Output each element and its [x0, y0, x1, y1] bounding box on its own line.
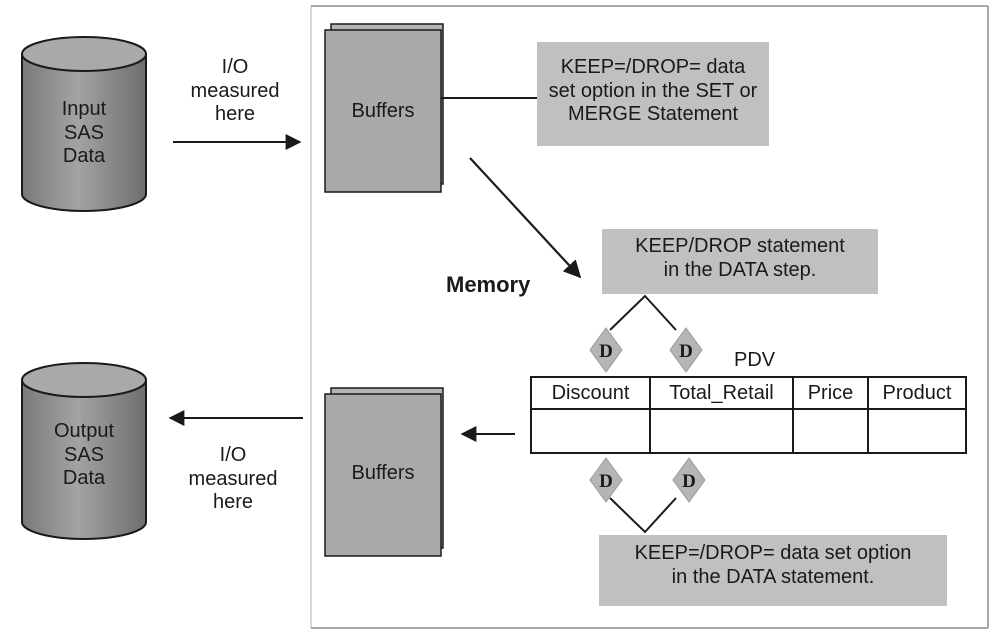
pdv-cell-price: [792, 408, 869, 454]
drop-marker-letter: D: [682, 471, 696, 492]
input-data-label: Input SAS Data: [61, 98, 107, 168]
pdv-column-discount: Discount: [530, 376, 651, 410]
pdv-column-product: Product: [867, 376, 967, 410]
pdv-cell-total-retail: [649, 408, 794, 454]
drop-marker-total-retail-top: D: [669, 327, 703, 373]
pdv-table: Discount Total_Retail Price Product: [530, 376, 967, 454]
drop-marker-letter: D: [679, 341, 693, 362]
drop-marker-discount-top: D: [589, 327, 623, 373]
io-measured-top-label: I/O measured here: [190, 56, 280, 126]
buffers-bottom-label: Buffers: [351, 462, 415, 484]
drop-marker-letter: D: [599, 341, 613, 362]
buffers-top-label: Buffers: [351, 100, 415, 122]
callout-set-merge-text: KEEP=/DROP= data set option in the SET o…: [548, 56, 758, 126]
input-data-cylinder: [21, 36, 147, 212]
pdv-value-row: [530, 408, 967, 454]
output-data-label: Output SAS Data: [53, 420, 115, 490]
pdv-column-price: Price: [792, 376, 869, 410]
pdv-label: PDV: [734, 349, 776, 371]
output-data-cylinder: [21, 362, 147, 540]
callout-data-statement-box: [599, 535, 947, 606]
pdv-cell-product: [867, 408, 967, 454]
callout-keep-drop-statement-box: [602, 229, 878, 294]
pdv-cell-discount: [530, 408, 651, 454]
callout-set-merge-box: [537, 42, 769, 146]
keep-drop-statement-connector: [609, 294, 677, 331]
drop-marker-letter: D: [599, 471, 613, 492]
buffers-bottom-stack: [324, 387, 444, 557]
io-measured-bottom-label: I/O measured here: [188, 444, 278, 514]
pdv-header-row: Discount Total_Retail Price Product: [530, 376, 967, 410]
callout-keep-drop-statement-text: KEEP/DROP statement in the DATA step.: [635, 235, 845, 281]
drop-marker-total-retail-bottom: D: [672, 457, 706, 503]
memory-label: Memory: [446, 272, 531, 297]
drop-marker-discount-bottom: D: [589, 457, 623, 503]
arrow-buffers-to-pdv: [469, 157, 582, 279]
buffers-top-stack: [324, 23, 444, 193]
callout-data-statement-text: KEEP=/DROP= data set option in the DATA …: [634, 542, 912, 588]
pdv-column-total-retail: Total_Retail: [649, 376, 794, 410]
data-statement-connector: [609, 497, 677, 534]
memory-region: [310, 5, 989, 629]
